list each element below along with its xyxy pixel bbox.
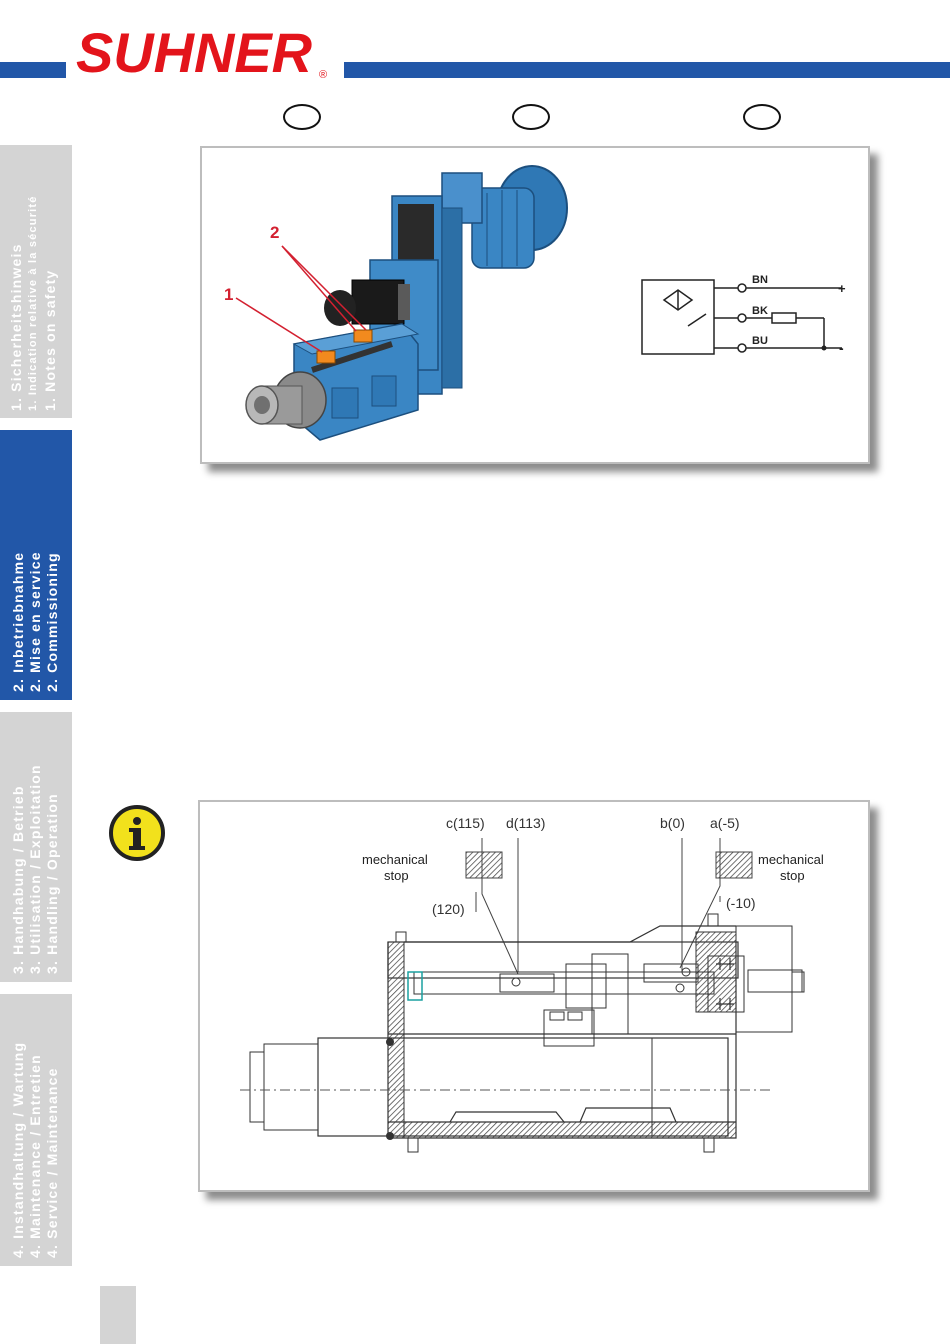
mech-stop-left-box — [465, 851, 503, 879]
tab-operation-line-fr: 3. Utilisation / Exploitation — [27, 764, 43, 974]
tab-commissioning-line-de: 2. Inbetriebnahme — [10, 551, 26, 692]
housing-bolts — [395, 913, 719, 1153]
tab-operation-line-de: 3. Handhabung / Betrieb — [10, 785, 26, 974]
spindle-sleeve — [317, 1037, 729, 1137]
screw-end — [747, 969, 803, 993]
sensor-2 — [353, 329, 373, 343]
position-circle-2 — [512, 104, 550, 130]
wire-bn: BN — [752, 274, 768, 286]
nut-block — [565, 963, 607, 1009]
info-icon — [109, 805, 165, 861]
label-a: a(-5) — [710, 815, 740, 831]
suhner-logo: SUHNER ® — [76, 21, 327, 82]
tab-operation-line-en: 3. Handling / Operation — [44, 793, 60, 974]
sensor-flag-b — [643, 963, 699, 983]
leader-lines — [475, 838, 721, 975]
callout-2: 2 — [270, 223, 279, 242]
spindle-nose — [263, 1043, 319, 1131]
wire-minus: - — [839, 340, 844, 356]
sensor-a — [675, 983, 685, 993]
label-c: c(115) — [446, 815, 485, 831]
seal-dot-top — [386, 1038, 394, 1046]
tab-maintenance-line-fr: 4. Maintenance / Entretien — [27, 1054, 43, 1258]
header-bar-right — [344, 62, 950, 78]
wire-bu: BU — [752, 335, 768, 347]
label-b: b(0) — [660, 815, 685, 831]
header-bar-left — [0, 62, 66, 78]
seal-dot-bottom — [386, 1132, 394, 1140]
lock-marks — [716, 958, 734, 1010]
tab-maintenance[interactable]: 4. Instandhaltung / Wartung 4. Maintenan… — [0, 994, 72, 1266]
nut-housing — [591, 953, 629, 1035]
sensor-d — [511, 977, 521, 987]
tab-commissioning[interactable]: 2. Inbetriebnahme 2. Mise en service 2. … — [0, 430, 72, 700]
callout-1: 1 — [224, 285, 233, 304]
tab-safety[interactable]: 1. Sicherheitshinweis 1. Indication rela… — [0, 145, 72, 418]
callout-1-line — [235, 297, 323, 353]
position-circle-1 — [283, 104, 321, 130]
tab-maintenance-line-en: 4. Service / Maintenance — [44, 1067, 60, 1258]
switch-bracket — [543, 1009, 595, 1047]
wire-bk: BK — [752, 305, 768, 317]
tab-safety-line-fr: 1. Indication relative à la sécurité — [27, 195, 39, 411]
sensor-b — [681, 967, 691, 977]
mech-stop-right-1: mechanical — [758, 852, 824, 867]
lead-screw — [311, 341, 393, 373]
housing-section — [387, 941, 739, 1139]
spindle-nose-drawing — [245, 371, 327, 429]
page-number-tab — [100, 1286, 136, 1344]
mech-stop-right-2: stop — [780, 868, 805, 883]
housing-floor — [403, 1121, 737, 1139]
label-d: d(113) — [506, 815, 545, 831]
sensor-1 — [316, 350, 336, 364]
tab-commissioning-line-fr: 2. Mise en service — [27, 551, 43, 692]
slide-profile — [404, 925, 736, 943]
tab-operation[interactable]: 3. Handhabung / Betrieb 3. Utilisation /… — [0, 712, 72, 982]
mech-stop-left-2: stop — [384, 868, 409, 883]
mech-stop-right-box — [715, 851, 753, 879]
callout-2-line-a — [281, 245, 357, 332]
junction-dot — [821, 345, 827, 351]
bearing-left — [407, 971, 423, 1001]
right-limit: (-10) — [726, 895, 756, 911]
tab-safety-line-en: 1. Notes on safety — [42, 269, 58, 411]
logo-registered: ® — [319, 69, 327, 81]
position-circle-3 — [743, 104, 781, 130]
tab-maintenance-line-de: 4. Instandhaltung / Wartung — [10, 1041, 26, 1258]
tab-safety-line-de: 1. Sicherheitshinweis — [8, 243, 24, 411]
sensor-illustration: 1 2 BN BK BU + - — [224, 165, 846, 441]
motor-drawing — [441, 165, 568, 269]
spindle-cap — [249, 1051, 265, 1123]
tab-commissioning-line-en: 2. Commissioning — [44, 552, 60, 692]
logo-text: SUHNER — [76, 21, 313, 82]
figure-sensor-layout: 1 2 BN BK BU + - — [200, 146, 870, 464]
sensor-flag-c — [499, 973, 555, 993]
wire-plus: + — [838, 281, 846, 296]
mech-stop-left-1: mechanical — [362, 852, 428, 867]
wiring-diagram — [641, 279, 842, 355]
servo-drawing — [324, 279, 410, 326]
figure-stroke-positions: c(115) d(113) b(0) a(-5) mechanical stop… — [198, 800, 870, 1192]
stroke-drawing: c(115) d(113) b(0) a(-5) mechanical stop… — [240, 815, 824, 1153]
left-limit: (120) — [432, 901, 465, 917]
shaft — [413, 971, 715, 995]
callout-2-line-b — [281, 245, 367, 331]
